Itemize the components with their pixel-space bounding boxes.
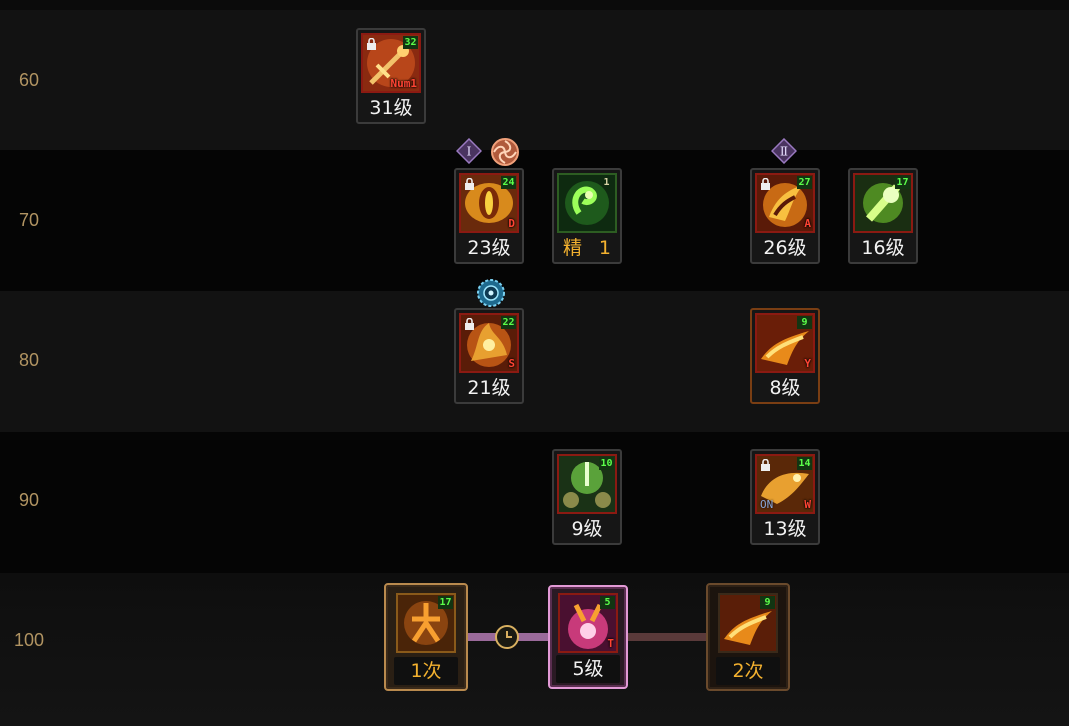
skill-slot-60[interactable]: 32 Num1 31级 xyxy=(356,28,426,124)
awaken-two-text: Ⅱ xyxy=(780,145,788,159)
skill-count-badge: 10 xyxy=(599,457,614,470)
skill-count-badge: 9 xyxy=(760,596,775,609)
essence-label: 精 xyxy=(563,237,583,259)
awaken-one-text: Ⅰ xyxy=(467,145,472,159)
toggle-on-label: ON xyxy=(760,498,774,511)
hotkey-label: Num1 xyxy=(390,77,418,90)
skill-count-badge: 9 xyxy=(797,316,812,329)
level-label-90: 90 xyxy=(18,490,40,510)
skill-count-badge: 17 xyxy=(895,176,910,189)
hotkey-label: Y xyxy=(804,357,811,370)
skill-count-badge: 32 xyxy=(403,36,418,49)
skill-link-line xyxy=(626,633,708,641)
skill-level-label: 8级 xyxy=(769,377,801,399)
skill-level-label: 9级 xyxy=(571,518,603,540)
skill-use-count-label: 1次 xyxy=(394,657,458,685)
flame-mane-icon: 22 S xyxy=(459,313,519,373)
skill-slot-70-d[interactable]: 17 16级 xyxy=(848,168,918,264)
skill-slot-100-c[interactable]: 9 2次 xyxy=(706,583,790,691)
level-label-100: 100 xyxy=(13,630,45,650)
skill-slot-80-a[interactable]: 22 S 21级 xyxy=(454,308,524,404)
level-row-100 xyxy=(0,573,1069,726)
hotkey-label: A xyxy=(804,217,811,230)
level-row-90 xyxy=(0,432,1069,573)
skill-level-label: 31级 xyxy=(369,97,413,119)
hotkey-label: T xyxy=(607,637,614,650)
skill-count-badge: 22 xyxy=(501,316,516,329)
green-burst-icon: 17 xyxy=(853,173,913,233)
gear-emblem-icon xyxy=(477,279,505,307)
skill-level-label: 23级 xyxy=(467,237,511,259)
level-label-80: 80 xyxy=(18,350,40,370)
skill-count-badge: 27 xyxy=(797,176,812,189)
clock-icon xyxy=(495,625,519,649)
fire-claw-icon: 27 A xyxy=(755,173,815,233)
flame-wave-icon: 9 Y xyxy=(755,313,815,373)
essence-value: 1 xyxy=(598,237,611,259)
awaken-one-badge-icon: Ⅰ xyxy=(456,138,482,164)
skill-count-badge: 17 xyxy=(438,596,453,609)
hotkey-label: D xyxy=(508,217,515,230)
skill-level-label: 5级 xyxy=(556,655,620,683)
rune-sigil-icon: 17 xyxy=(396,593,456,653)
skill-slot-100-b[interactable]: 5 T 5级 xyxy=(548,585,628,689)
skill-level-label: 16级 xyxy=(861,237,905,259)
skill-slot-90-a[interactable]: 10 9级 xyxy=(552,449,622,545)
nature-orb-icon: 10 xyxy=(557,454,617,514)
skill-slot-70-c[interactable]: 27 A 26级 xyxy=(750,168,820,264)
skill-slot-100-a[interactable]: 17 1次 xyxy=(384,583,468,691)
level-label-60: 60 xyxy=(18,70,40,90)
skill-slot-90-b[interactable]: 14 ON W 13级 xyxy=(750,449,820,545)
flame-wave-icon: 9 xyxy=(718,593,778,653)
awaken-two-badge-icon: Ⅱ xyxy=(771,138,797,164)
skill-level-label: 13级 xyxy=(763,518,807,540)
dragon-eye-icon: 24 D xyxy=(459,173,519,233)
skill-slot-80-b[interactable]: 9 Y 8级 xyxy=(750,308,820,404)
beast-rush-icon: 14 ON W xyxy=(755,454,815,514)
skill-level-label: 26级 xyxy=(763,237,807,259)
level-label-70: 70 xyxy=(18,210,40,230)
skill-count-badge: 1 xyxy=(603,177,610,188)
skill-level-label: 21级 xyxy=(467,377,511,399)
level-row-80 xyxy=(0,291,1069,432)
swirl-emblem-icon xyxy=(491,138,519,166)
level-row-60 xyxy=(0,10,1069,150)
skill-slot-70-a[interactable]: 24 D 23级 xyxy=(454,168,524,264)
pink-bloom-icon: 5 T xyxy=(558,593,618,653)
green-spirit-icon: 1 xyxy=(557,173,617,233)
hotkey-label: S xyxy=(508,357,515,370)
bone-lance-icon: 32 Num1 xyxy=(361,33,421,93)
skill-count-badge: 24 xyxy=(501,176,516,189)
skill-count-badge: 14 xyxy=(797,457,812,470)
skill-count-badge: 5 xyxy=(600,596,615,609)
skill-use-count-label: 2次 xyxy=(716,657,780,685)
hotkey-label: W xyxy=(804,498,811,511)
